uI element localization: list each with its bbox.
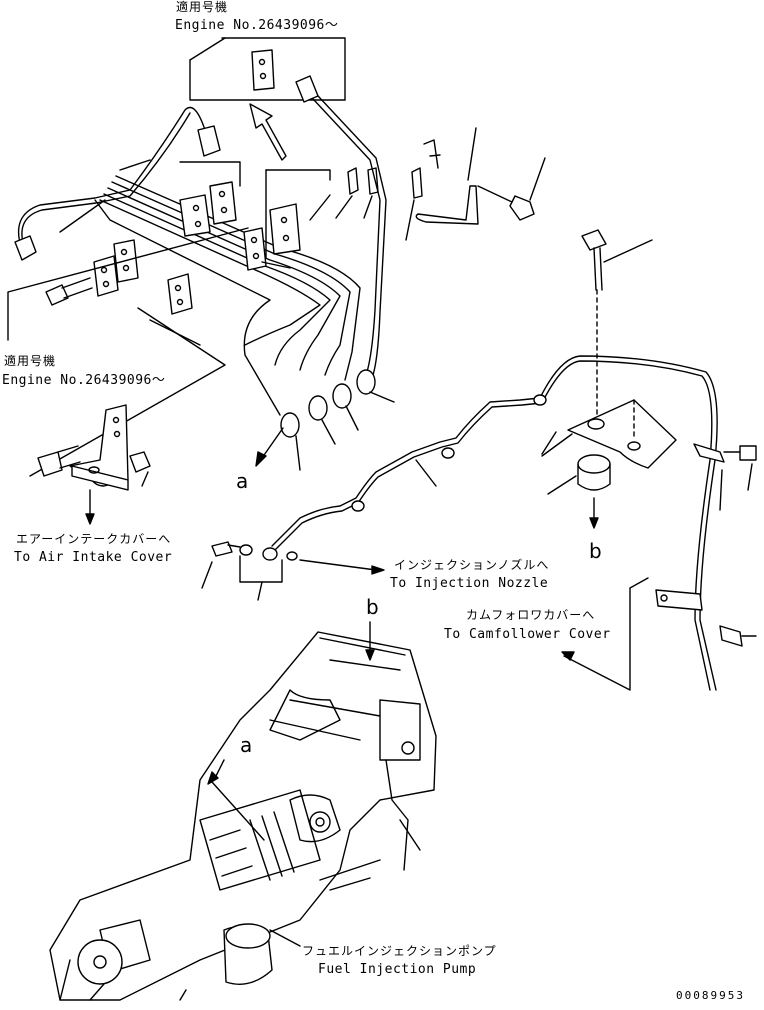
injection-nozzle-label-en: To Injection Nozzle [390, 576, 549, 591]
arrow-a-upper [255, 427, 284, 467]
small-clamps-right [347, 139, 535, 225]
middle-callout-box [179, 161, 331, 259]
air-intake-label-jp: エアーインテークカバーへ [16, 532, 172, 546]
top-callout-box [189, 37, 346, 101]
clamp-right [415, 431, 757, 647]
long-bolt [581, 229, 653, 417]
reference-b-right: b [589, 539, 603, 563]
leak-off-pipe [211, 355, 718, 691]
bracket-left [37, 404, 151, 525]
top-engine-number-label: Engine No.26439096～ [175, 18, 339, 33]
reference-a-upper: a [236, 469, 249, 493]
fuel-injection-pump [49, 621, 437, 1001]
pipe-clamps [93, 181, 301, 315]
drawing-number: 00089953 [676, 989, 745, 1002]
spacer [541, 433, 611, 529]
reference-b-lower: b [366, 595, 380, 619]
fuel-pump-label-jp: フュエルインジェクションポンプ [302, 944, 497, 958]
left-engine-number-label: Engine No.26439096～ [2, 373, 166, 388]
camfollower-label-jp: カムフォロワカバーへ [466, 608, 596, 622]
camfollower-callout [561, 577, 649, 691]
arrow-up-to-box [249, 103, 287, 161]
injection-nozzle-label-jp: インジェクションノズルへ [394, 558, 550, 572]
bracket-plate [567, 399, 677, 469]
lower-callout-box [201, 555, 385, 601]
air-intake-label-en: To Air Intake Cover [14, 550, 173, 565]
top-applicable-label-jp: 適用号機 [176, 0, 229, 14]
fuel-pump-label-en: Fuel Injection Pump [318, 962, 477, 977]
bolt-left [45, 277, 93, 306]
left-callout-box [7, 227, 249, 477]
clamp-plate-top [251, 49, 275, 91]
leader-lines-upper [59, 127, 546, 471]
injection-pipes [14, 75, 387, 438]
camfollower-label-en: To Camfollower Cover [444, 627, 611, 642]
left-applicable-label-jp: 適用号機 [4, 354, 57, 368]
reference-a-lower: a [240, 733, 253, 757]
